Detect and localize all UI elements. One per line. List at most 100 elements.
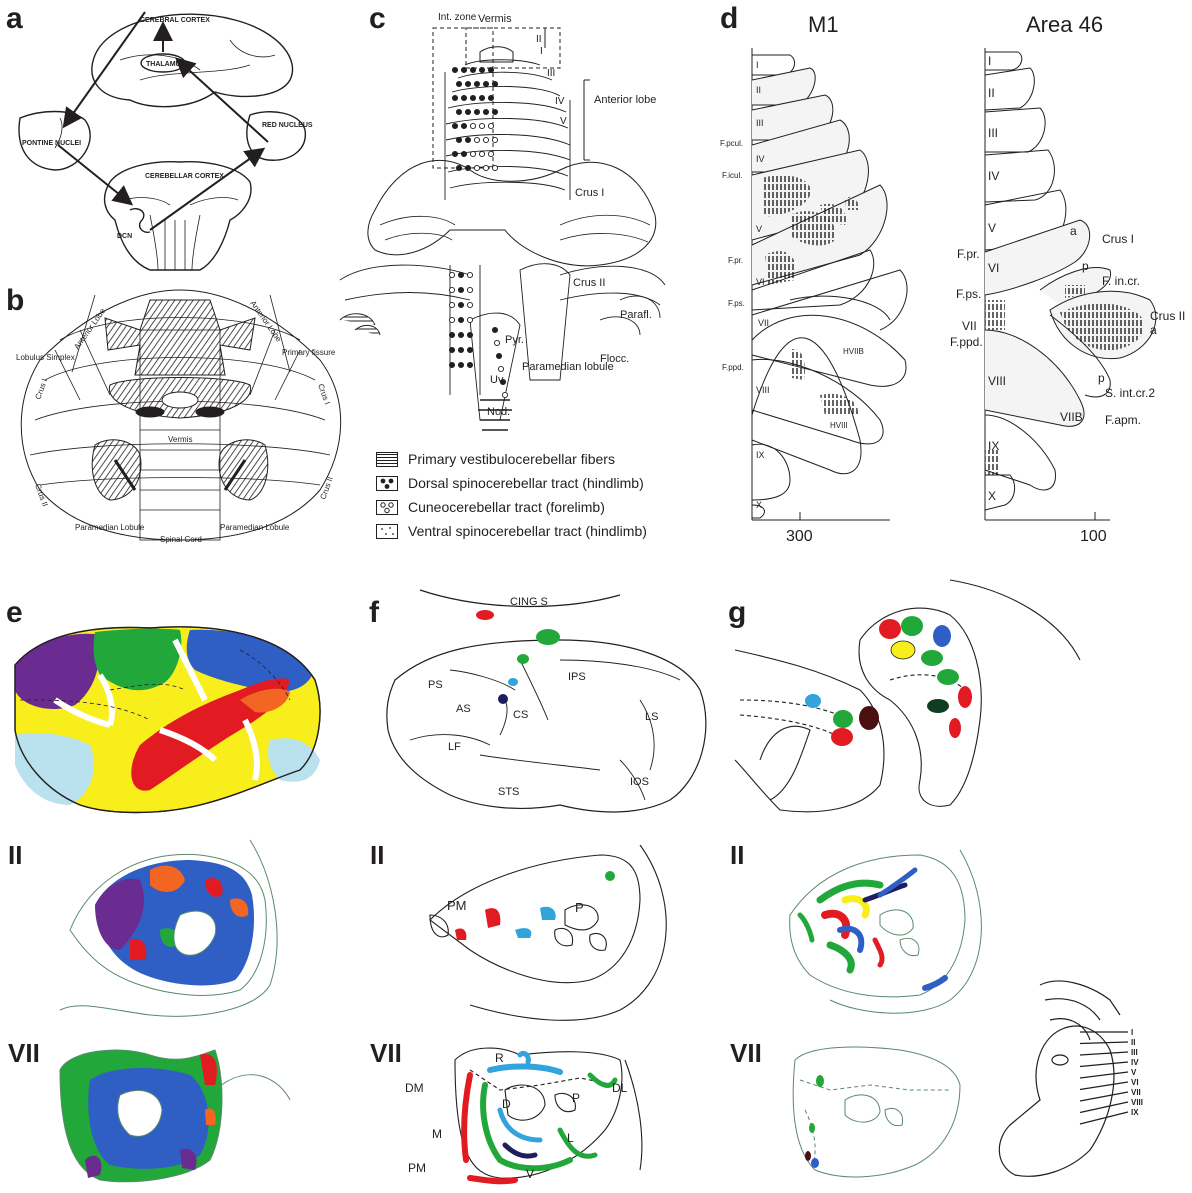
m1-lobule-IX: IX (756, 450, 765, 460)
dorsal-tract-dot (456, 81, 461, 86)
a46-lobule-X: X (988, 489, 996, 503)
red-nucleus-outline (247, 112, 305, 160)
label-spinal-cord: Spinal Cord (160, 535, 202, 544)
cuneo-tract-dot (474, 137, 479, 142)
hatched-region-anterior (105, 300, 255, 375)
inset-leader-line (1080, 1042, 1128, 1044)
dorsal-tract-dot (467, 347, 472, 352)
label-paramedian-right: Paramedian Lobule (220, 523, 290, 532)
panel-f-brain-outline (387, 590, 706, 812)
label-r: R (495, 1051, 504, 1065)
a46-lobule-II: II (988, 86, 995, 100)
m1-lobule-I: I (756, 60, 759, 70)
m1-fissure-pcul: F.pcul. (720, 139, 743, 148)
inset-leader-line (1080, 1082, 1128, 1090)
cuneo-tract-dot (498, 366, 503, 371)
dorsal-tract-dot (470, 67, 475, 72)
label-lobule-V: V (560, 116, 567, 127)
inset-lobule-label: II (1131, 1038, 1135, 1047)
a46-label-fapm: F.apm. (1105, 413, 1141, 427)
a46-lobule-I: I (988, 54, 991, 68)
a46-label-fincr: F. in.cr. (1102, 274, 1140, 288)
m1-lobule-VII: VII (758, 318, 769, 328)
cuneo-tract-dot (492, 165, 497, 170)
panel-e-ii-section (60, 840, 277, 1016)
dorsal-tract-dot (458, 287, 463, 292)
cuneo-tract-dot (470, 123, 475, 128)
m1-lobule-X: X (756, 500, 762, 510)
dorsal-tract-dot (452, 95, 457, 100)
panel-g-ii-markers (800, 870, 945, 988)
label-dl: DL (612, 1081, 628, 1095)
dorsal-tract-dot (467, 362, 472, 367)
cerebrum-outline (92, 14, 293, 107)
dorsal-tract-dot (479, 95, 484, 100)
dorsal-tract-dot (461, 151, 466, 156)
m1-fissure-ps: F.ps. (728, 299, 745, 308)
label-crus2: Crus II (573, 277, 605, 289)
cuneo-tract-dot (467, 302, 472, 307)
m1-fissure-icul: F.icul. (722, 171, 742, 180)
dorsal-tract-dot (461, 123, 466, 128)
cuneo-tract-dot (449, 317, 454, 322)
panel-f-ii-labels: PM P (447, 898, 584, 915)
dorsal-tract-dot (456, 109, 461, 114)
m1-lobule-IV: IV (756, 154, 765, 164)
cuneo-tract-dot (483, 137, 488, 142)
a46-label-a1: a (1070, 224, 1077, 238)
a46-label-a2: a (1150, 323, 1157, 337)
inset-lobule-label: VII (1131, 1088, 1141, 1097)
label-m: M (432, 1127, 442, 1141)
dorsal-tract-dot (492, 81, 497, 86)
inset-lobule-label: VI (1131, 1078, 1139, 1087)
dorsal-tract-dot (458, 302, 463, 307)
dorsal-tract-dot (474, 109, 479, 114)
dorsal-tract-dot (456, 165, 461, 170)
a46-label-sint: S. int.cr.2 (1105, 386, 1155, 400)
dorsal-tract-dot (449, 362, 454, 367)
label-lobule-IV: IV (555, 96, 565, 107)
panel-c-tract-dots (449, 67, 507, 397)
label-crus1-right: Crus I (316, 383, 332, 406)
dorsal-tract-dot (465, 165, 470, 170)
dorsal-tract-dot (452, 151, 457, 156)
cuneo-tract-dot (467, 272, 472, 277)
label-as: AS (456, 703, 471, 715)
inset-leader-line (1080, 1092, 1128, 1101)
label-d: D (502, 1097, 511, 1111)
a46-lobule-IX: IX (988, 439, 999, 453)
cuneo-tract-dot (449, 272, 454, 277)
label-crus2-right: Crus II (318, 475, 335, 500)
a46-fissure-pr: F.pr. (957, 247, 980, 261)
dorsal-tract-dot (458, 272, 463, 277)
hatched-paramedian-left (92, 440, 141, 500)
label-pyr: Pyr. (505, 334, 524, 346)
panel-e-brain-map (15, 627, 320, 813)
dorsal-tract-dot (452, 123, 457, 128)
label-red-nucleus: RED NUCLEUS (262, 122, 313, 129)
cuneo-tract-dot (470, 151, 475, 156)
label-uv: Uv. (490, 374, 506, 386)
panel-g-markers (805, 616, 972, 746)
dorsal-tract-dot (458, 362, 463, 367)
inset-lobule-label: IV (1131, 1058, 1139, 1067)
a46-label-p2: p (1098, 371, 1105, 385)
cuneo-tract-dot (479, 123, 484, 128)
inset-lobule-label: VIII (1131, 1098, 1143, 1107)
label-lobule-III: III (547, 68, 555, 79)
cuneo-tract-dot (449, 287, 454, 292)
dorsal-tract-dot (467, 332, 472, 337)
label-paramedian: Paramedian lobule (522, 361, 614, 373)
label-lf: LF (448, 741, 461, 753)
label-thalamus: THALAMUS (146, 61, 186, 68)
dorsal-tract-dot (456, 137, 461, 142)
panel-f-ii-markers (455, 871, 615, 940)
a46-label-crus1: Crus I (1102, 232, 1134, 246)
m1-fissure-ppd: F.ppd. (722, 363, 744, 372)
inset-lobule-label: IX (1131, 1108, 1139, 1117)
a46-lobule-IV: IV (988, 169, 999, 183)
label-v: V (526, 1167, 534, 1181)
label-pm: PM (447, 898, 467, 913)
dorsal-tract-dot (479, 67, 484, 72)
label-p: P (575, 900, 584, 915)
